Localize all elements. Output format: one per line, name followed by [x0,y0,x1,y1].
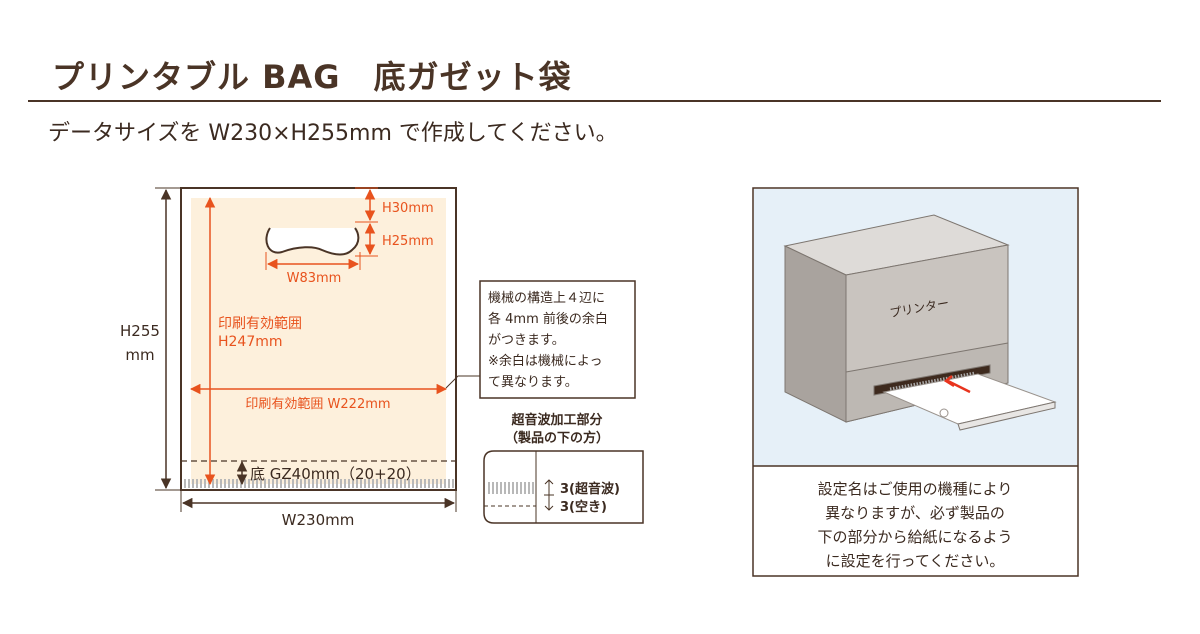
printer-caption-1: 設定名はご使用の機種により [818,480,1013,498]
width-label: W230mm [282,511,355,529]
seal-blank-label: 3(空き) [560,499,607,515]
print-height-label-2: H247mm [218,334,283,350]
print-height-label-1: 印刷有効範囲 [218,315,302,332]
printer-panel: プリンター 設定名はご使用の機種により 異なりますが、必ず製品の 下の部分から給… [752,187,1079,577]
seal-title-1: 超音波加工部分 [511,412,602,428]
margin-note: 機械の構造上４辺に 各 4mm 前後の余白 がつきます。 ※余白は機械によっ て… [445,280,636,399]
handle-width-label: W83mm [287,271,342,286]
page-subtitle: データサイズを W230×H255mm で作成してください。 [48,121,618,146]
gusset-label: 底 GZ40mm（20+20） [250,465,421,483]
print-width-label: 印刷有効範囲 W222mm [245,397,390,412]
handle-height-label: H25mm [382,234,434,249]
handle-cutout [265,227,360,256]
seal-ultrasonic-label: 3(超音波) [560,481,620,497]
height-label-1: H255 [120,322,160,340]
bag-diagram: H255 mm W230mm 印刷有効範囲 H247mm 印刷有効範囲 W222… [120,187,457,529]
seal-detail: 超音波加工部分 （製品の下の方） 3(超音波) 3(空き) [483,412,644,524]
title-divider [28,100,1161,102]
note-line-3: がつきます。 [488,333,565,348]
handle-top-label: H30mm [382,201,434,216]
page-title: プリンタブル BAG 底ガゼット袋 [52,58,572,96]
note-line-4: ※余白は機械によっ [488,353,603,369]
printer-caption-4: に設定を行ってください。 [826,552,1005,570]
note-line-5: て異なります。 [488,375,578,390]
printer-caption-2: 異なりますが、必ず製品の [825,504,1005,522]
height-label-2: mm [125,346,154,364]
note-line-1: 機械の構造上４辺に [488,291,605,306]
printer-caption-3: 下の部分から給紙になるよう [817,528,1012,546]
feed-arrow [947,379,971,394]
seal-title-2: （製品の下の方） [505,430,609,446]
note-line-2: 各 4mm 前後の余白 [488,311,608,327]
printer-illustration [783,214,1057,431]
